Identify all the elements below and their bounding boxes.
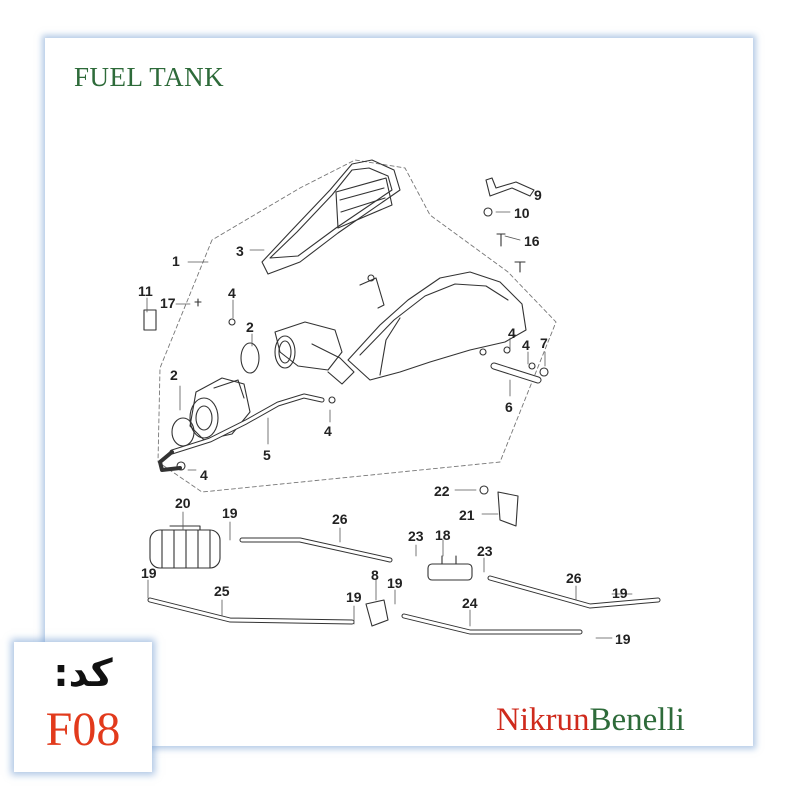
diagram-frame xyxy=(45,38,753,746)
code-box: کد: F08 xyxy=(14,642,152,772)
callout-20: 20 xyxy=(175,495,191,511)
callout-26a: 26 xyxy=(332,511,348,527)
callout-4b: 4 xyxy=(200,467,208,483)
part-canister-20 xyxy=(149,525,221,569)
callout-7: 7 xyxy=(540,335,548,351)
callout-24: 24 xyxy=(462,595,478,611)
part-bracket-9 xyxy=(485,177,535,197)
callout-23a: 23 xyxy=(408,528,424,544)
brand-logo: NikrunBenelli xyxy=(496,702,685,739)
callout-19e: 19 xyxy=(612,585,628,601)
part-hose-26b xyxy=(487,575,661,609)
part-hose-5 xyxy=(158,393,325,472)
callout-11: 11 xyxy=(138,283,153,299)
callout-4c: 4 xyxy=(324,423,332,439)
callout-19b: 19 xyxy=(141,565,157,581)
callout-1: 1 xyxy=(172,253,180,269)
callout-4d: 4 xyxy=(508,325,516,341)
part-hose-26a xyxy=(239,537,393,563)
callout-19a: 19 xyxy=(222,505,238,521)
part-fitting-8 xyxy=(365,599,389,627)
callout-4a: 4 xyxy=(228,285,236,301)
callout-8: 8 xyxy=(371,567,379,583)
callout-21: 21 xyxy=(459,507,475,523)
callout-5: 5 xyxy=(263,447,271,463)
part-small-bolts xyxy=(143,207,549,471)
brand-name-part2: Benelli xyxy=(589,702,685,738)
callout-22: 22 xyxy=(434,483,450,499)
callout-10: 10 xyxy=(514,205,530,221)
callout-3: 3 xyxy=(236,243,244,259)
callout-2a: 2 xyxy=(246,319,254,335)
part-fuel-tank xyxy=(347,271,527,381)
part-bracket-21 xyxy=(497,491,519,527)
callout-6: 6 xyxy=(505,399,513,415)
part-rod-6 xyxy=(490,362,542,384)
callout-19c: 19 xyxy=(387,575,403,591)
callout-9: 9 xyxy=(534,187,542,203)
code-value: F08 xyxy=(45,703,121,756)
assembly-outline xyxy=(157,159,557,493)
callout-19d: 19 xyxy=(346,589,362,605)
callout-2b: 2 xyxy=(170,367,178,383)
callout-17: 17 xyxy=(160,295,176,311)
callout-19f: 19 xyxy=(615,631,631,647)
leader-lines xyxy=(146,211,633,639)
part-tank-cover xyxy=(261,159,401,275)
brand-name-part1: Nikrun xyxy=(496,702,590,738)
callout-16: 16 xyxy=(524,233,540,249)
part-valve-18 xyxy=(427,555,473,581)
code-label: کد: xyxy=(53,651,113,695)
callout-23b: 23 xyxy=(477,543,493,559)
callout-25: 25 xyxy=(214,583,230,599)
callout-4e: 4 xyxy=(522,337,530,353)
callout-18: 18 xyxy=(435,527,451,543)
part-filter-housing xyxy=(171,377,251,447)
callout-26b: 26 xyxy=(566,570,582,586)
page-title: FUEL TANK xyxy=(74,62,225,92)
part-hose-25 xyxy=(147,597,355,625)
part-hose-24 xyxy=(401,613,583,635)
part-filler-neck xyxy=(240,321,355,385)
